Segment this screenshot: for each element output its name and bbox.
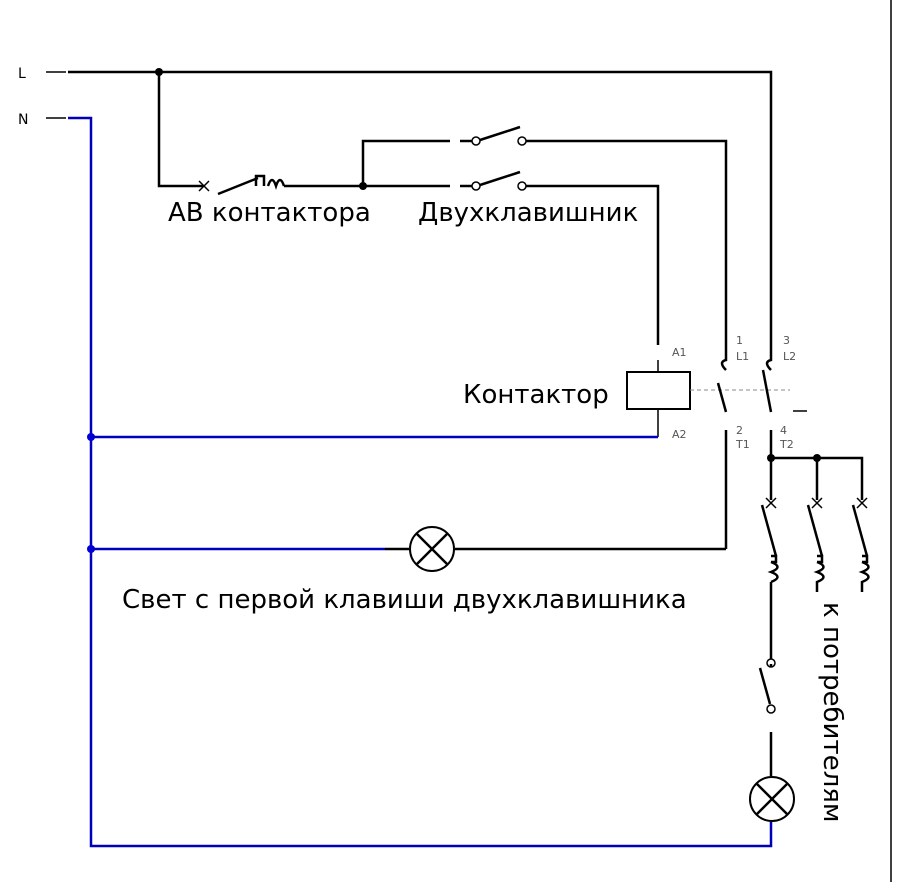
output-bus	[767, 454, 864, 500]
contactor-label: Контактор	[463, 380, 609, 410]
two-key-switch-symbol	[361, 125, 728, 356]
lamp-first-key-label: Свет с первой клавиши двухклавишника	[122, 585, 687, 615]
terminal-l-label: L	[18, 66, 26, 82]
pin-t1: T1	[735, 438, 750, 451]
switch-label: Двухклавишник	[418, 198, 638, 228]
pin-l2: L2	[783, 350, 796, 363]
consumers-label: к потребителям	[817, 602, 847, 822]
phase-l-wire	[46, 68, 773, 356]
pin-3: 3	[783, 334, 790, 347]
pin-4: 4	[780, 424, 787, 437]
pin-t2: T2	[779, 438, 794, 451]
neutral-n-wire	[46, 116, 773, 848]
pin-a1: A1	[672, 346, 687, 359]
contactor-contact-1	[478, 356, 728, 551]
pin-1: 1	[736, 334, 743, 347]
pin-l1: L1	[736, 350, 749, 363]
pin-2: 2	[736, 424, 743, 437]
output-breaker-3	[851, 497, 870, 592]
output-breaker-1	[760, 497, 779, 660]
lamp-first-key	[91, 526, 478, 572]
output-breaker-2	[806, 497, 825, 592]
breaker-label: АВ контактора	[168, 198, 371, 228]
terminal-n-label: N	[18, 112, 28, 128]
lamp-bottom	[749, 776, 795, 822]
contactor-contact-2	[761, 356, 773, 458]
local-switch	[758, 658, 776, 776]
contactor-coil	[91, 360, 807, 439]
pin-a2: A2	[672, 428, 687, 441]
breaker-symbol	[157, 72, 367, 196]
